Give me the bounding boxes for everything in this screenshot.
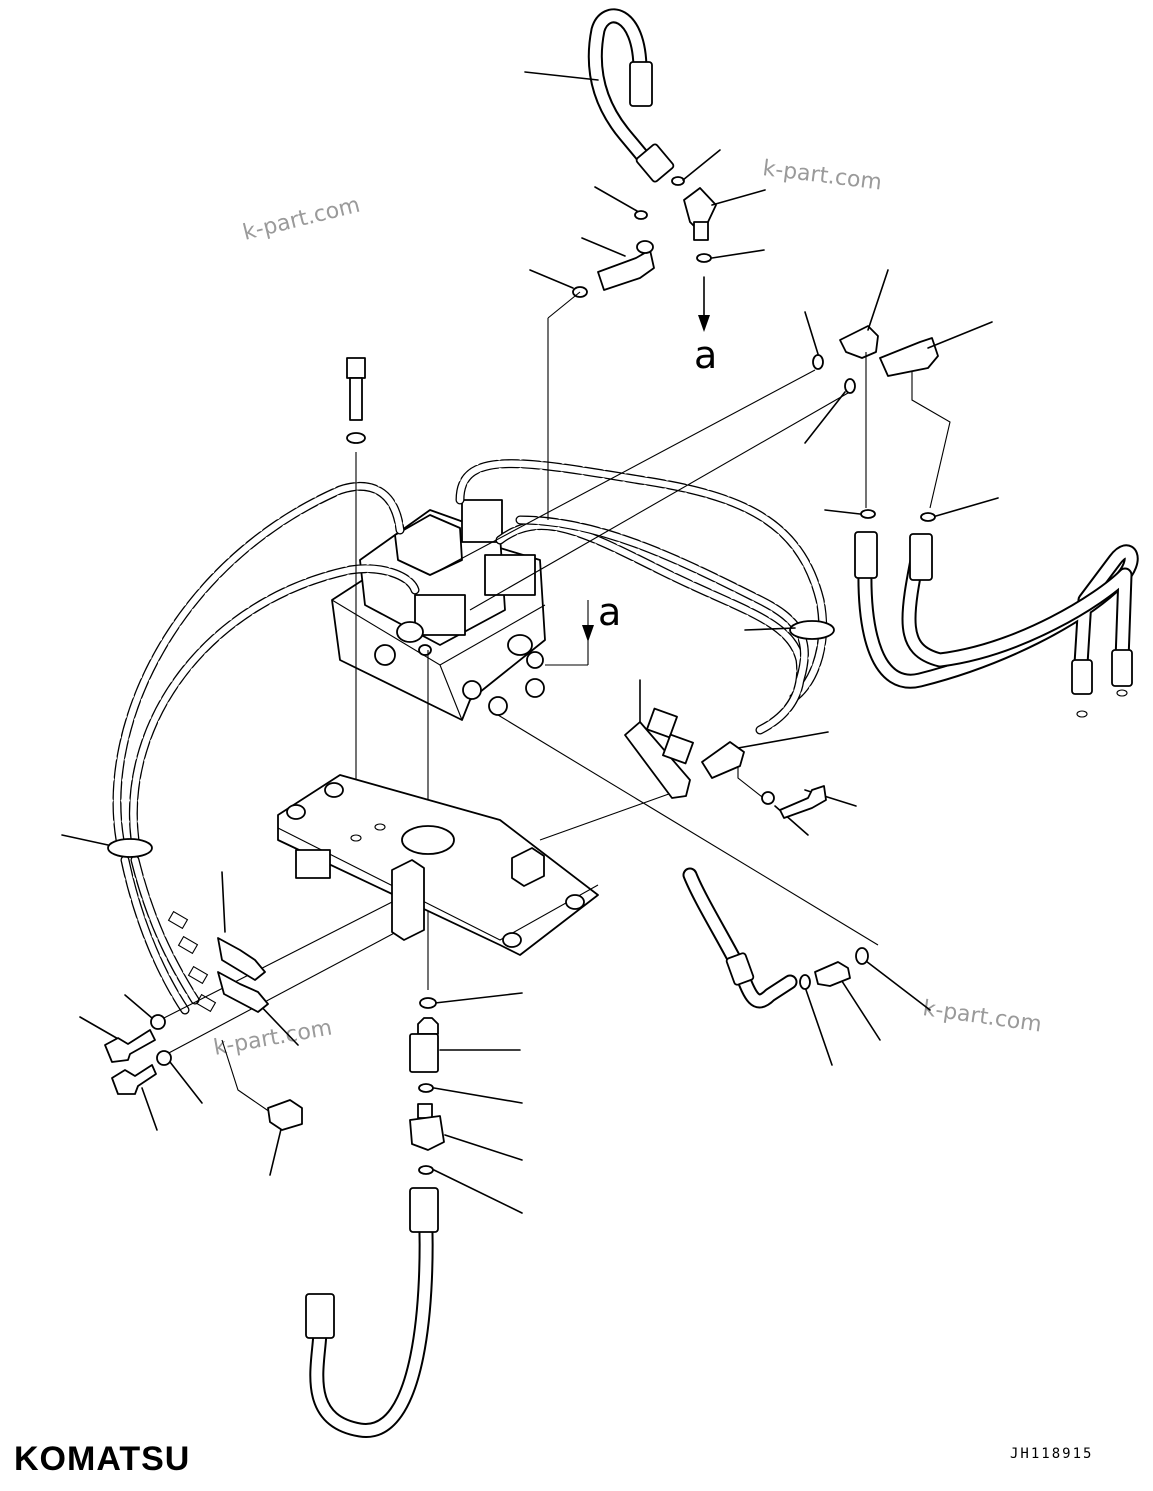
watermark-3: k-part.com <box>212 1015 334 1060</box>
hose-ferrule-right-2 <box>909 533 933 581</box>
control-valve-block <box>331 499 546 721</box>
bolt-left-2 <box>111 1064 157 1095</box>
plate-hole <box>401 825 455 855</box>
washer-right <box>761 791 775 805</box>
hose-nut-lower <box>635 143 675 183</box>
hose-ferrule-bottom-1 <box>409 1187 439 1233</box>
upper-hose-assembly: a <box>572 8 717 377</box>
adapter-hex <box>409 1033 439 1073</box>
connector-bracket <box>624 707 827 819</box>
pilot-tubes <box>112 459 828 1015</box>
o-ring-h <box>920 512 936 522</box>
left-hardware <box>104 910 303 1131</box>
hose-ferrule-upper <box>629 61 653 107</box>
bolt-right <box>779 785 827 819</box>
right-hose-pair <box>854 531 1139 718</box>
o-ring-f <box>844 378 856 394</box>
o-ring-g <box>860 509 876 519</box>
clip-1 <box>217 937 266 981</box>
o-ring-lower-3 <box>418 1165 434 1175</box>
hose-clamp-right <box>789 620 835 640</box>
drawing-code: JH118915 <box>1010 1446 1093 1462</box>
washer-top <box>346 432 366 444</box>
komatsu-logo: KOMATSU <box>14 1440 190 1478</box>
plate-block-right <box>511 847 545 887</box>
o-ring-a <box>671 176 685 186</box>
bottom-hose <box>305 1187 439 1438</box>
watermark-4: k-part.com <box>921 996 1043 1037</box>
watermark-2: k-part.com <box>761 156 883 195</box>
plate-bracket-center <box>391 859 425 941</box>
o-ring-lower-2 <box>418 1083 434 1093</box>
o-ring-b <box>634 210 648 220</box>
o-ring-e <box>812 354 824 370</box>
arrow-down-upper <box>698 315 710 332</box>
plate-bracket-left <box>295 849 331 879</box>
elbow-adapter-right <box>879 337 939 377</box>
o-ring-lower-1 <box>419 997 437 1009</box>
adapter-lower <box>409 1115 445 1151</box>
elbow-fitting-right <box>839 325 879 359</box>
connection-label-lower: a <box>598 590 621 634</box>
cushion-block <box>267 1099 303 1131</box>
right-lower-hose <box>682 867 869 1009</box>
clip-2 <box>217 971 269 1013</box>
hose-ferrule-right-1 <box>854 531 878 579</box>
hose-clamp-left <box>107 838 153 858</box>
arrow-down-lower <box>582 625 594 642</box>
watermark-1: k-part.com <box>240 193 362 246</box>
connection-label-upper: a <box>694 333 717 377</box>
mounting-plate <box>277 774 599 956</box>
connector-plug <box>701 741 745 779</box>
mounting-bolt-top <box>346 357 366 444</box>
o-ring-right-lower-1 <box>799 974 811 990</box>
right-fittings <box>812 325 951 522</box>
washer-left-1 <box>150 1014 166 1030</box>
hose-ferrule-bottom-2 <box>305 1293 335 1339</box>
washer-left-2 <box>156 1050 172 1066</box>
lower-fittings <box>409 997 445 1175</box>
adapter-right-lower <box>814 961 851 987</box>
o-ring-right-lower-2 <box>855 947 869 965</box>
o-ring-c <box>696 253 712 263</box>
elbow-adapter-left <box>597 249 655 291</box>
bolt-left-1 <box>104 1029 156 1063</box>
